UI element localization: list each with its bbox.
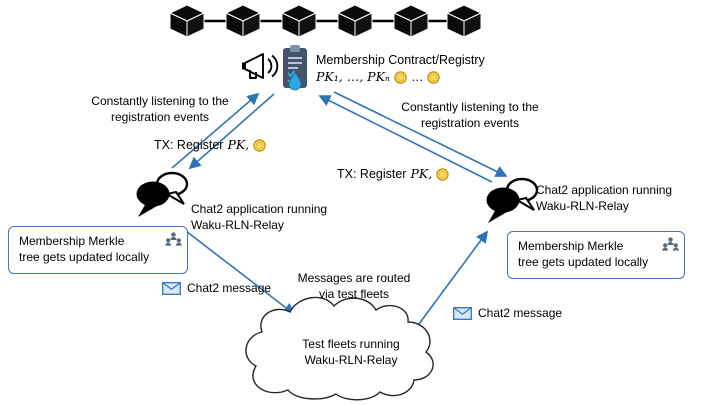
arrow-right-listen [333,91,508,177]
routing-note: Messages are routed via test fleets [297,271,411,301]
cube-icon [281,4,317,38]
chat2-message-left: Chat2 message [162,281,271,295]
chat-bubbles-icon [135,171,189,219]
listening-label-left: Constantly listening to the registration… [91,94,229,124]
listening-label-right: Constantly listening to the registration… [401,100,539,130]
group-icon [165,232,182,246]
arrow-left-register [171,92,260,169]
contract-keys-more: … [410,70,424,84]
droplet-icon [288,71,302,91]
fleet-label: Test fleets running Waku-RLN-Relay [302,337,400,367]
coin-icon [436,167,449,181]
coin-icon [253,138,266,152]
arrow-left-listen [188,93,275,170]
tx-register-right: TX: Register PK, [337,166,449,182]
arrows [171,91,508,329]
merkle-box-left: Membership Merkle tree gets updated loca… [8,226,188,274]
megaphone-icon [242,53,279,79]
envelope-icon [453,306,472,320]
merkle-box-right: Membership Merkle tree gets updated loca… [507,231,685,279]
coin-icon [427,70,441,84]
chat2-message-right: Chat2 message [453,306,562,320]
cube-icon [225,4,261,38]
cube-icon [393,4,429,38]
coin-icon [394,70,407,84]
cube-icon [337,4,373,38]
group-icon [662,237,679,251]
tx-pk: PK, [227,137,250,152]
arrow-chat-to-fleet [181,227,296,316]
cube-icon [446,4,482,38]
clipboard-icon [283,45,307,91]
contract-title: Membership Contract/Registry [316,53,485,67]
chat2-label-right: Chat2 application running Waku-RLN-Relay [536,183,673,213]
cloud-shape [245,296,434,401]
contract-keys: PK₁, …, PKₙ … [316,69,441,85]
arrow-fleet-to-chat [415,230,489,329]
contract-keys-text: PK₁, …, PKₙ [316,69,390,84]
tx-pk: PK, [410,166,433,181]
chat-bubbles-icon [485,177,539,225]
chat2-label-left: Chat2 application running Waku-RLN-Relay [191,202,328,232]
arrow-right-register [318,95,493,183]
cube-icon [169,4,205,38]
tx-register-left: TX: Register PK, [154,137,266,153]
blockchain-chain [169,4,482,38]
envelope-icon [162,281,181,295]
